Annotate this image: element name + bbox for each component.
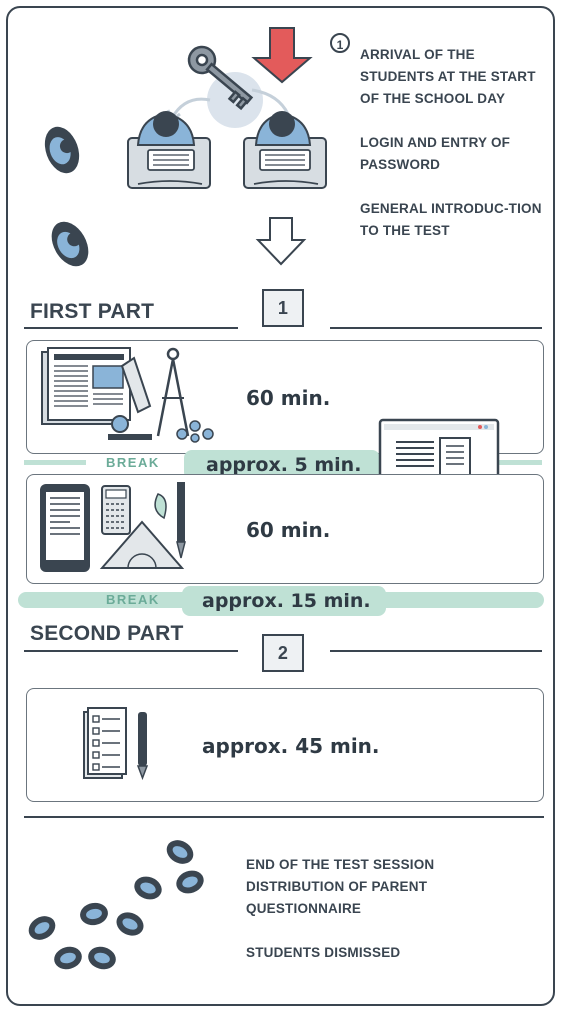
first-part-rule-left: [24, 327, 238, 329]
break-1-band: [24, 460, 86, 465]
session-2-duration: 60 min.: [246, 518, 331, 542]
session-1-duration: 60 min.: [246, 386, 331, 410]
math-materials-illustration: [40, 482, 186, 572]
fountain-pen-icon: [176, 482, 186, 559]
end-section-rule: [24, 816, 544, 818]
down-arrow-icon: [255, 217, 307, 266]
end-steps: END OF THE TEST SESSION DISTRIBUTION OF …: [246, 854, 546, 964]
pen-icon: [136, 712, 149, 781]
key-icon: [187, 45, 254, 111]
leaving-student-6: [28, 916, 56, 940]
end-line-2: DISTRIBUTION OF PARENT: [246, 879, 428, 894]
science-materials-illustration: [41, 347, 214, 443]
end-line-3: QUESTIONNAIRE: [246, 901, 362, 916]
second-part-rule-right: [330, 650, 542, 652]
step-arrival: ARRIVAL OF THE STUDENTS AT THE START OF …: [360, 47, 536, 106]
leaf-icon: [154, 493, 167, 520]
newspaper-icon: [41, 347, 131, 425]
key-arrow-right: [251, 88, 290, 115]
break-2-label: BREAK: [106, 592, 160, 607]
set-square-icon: [99, 520, 185, 569]
second-part-number: 2: [262, 634, 304, 672]
tablet-icon: [40, 484, 90, 572]
second-part-rule-left: [24, 650, 238, 652]
leaving-student-2: [176, 870, 204, 894]
students-leaving-illustration: [28, 840, 204, 970]
end-line-1: END OF THE TEST SESSION: [246, 857, 435, 872]
calculator-icon: [101, 485, 131, 535]
break-2-duration: approx. 15 min.: [182, 586, 386, 616]
arrival-steps: ARRIVAL OF THE STUDENTS AT THE START OF …: [360, 44, 550, 264]
leaving-student-3: [134, 876, 162, 900]
student-top-right: [254, 111, 312, 146]
desk-left: [127, 137, 211, 189]
leaving-student-1: [166, 840, 194, 864]
walking-student-2: [51, 221, 89, 267]
compass-icon: [156, 347, 190, 437]
step-number-badge: 1: [330, 33, 350, 53]
first-part-rule-right: [330, 327, 542, 329]
microscope-icon: [108, 356, 152, 440]
student-top-left: [136, 111, 196, 146]
first-part-number: 1: [262, 289, 304, 327]
first-part-title: FIRST PART: [30, 300, 155, 323]
session-3-duration: approx. 45 min.: [202, 734, 380, 758]
diagram-frame: [6, 6, 555, 1006]
red-down-arrow-icon: [251, 27, 313, 84]
second-part-title: SECOND PART: [30, 622, 184, 645]
checklist-icon: [83, 707, 127, 779]
students-arrival-illustration: [44, 27, 327, 267]
leaving-student-7: [88, 946, 116, 970]
step-login: LOGIN AND ENTRY OF PASSWORD: [360, 135, 511, 172]
end-line-5: STUDENTS DISMISSED: [246, 945, 401, 960]
leaving-student-8: [54, 946, 82, 970]
molecule-icon: [176, 420, 214, 443]
step-introduction: GENERAL INTRODUC-TION TO THE TEST: [360, 201, 542, 238]
break-1-band-right: [496, 460, 542, 465]
break-1-label: BREAK: [106, 455, 160, 470]
leaving-student-4: [80, 902, 108, 926]
walking-student-1: [44, 126, 80, 174]
leaving-student-5: [116, 912, 144, 936]
end-spacer: [246, 920, 546, 942]
questionnaire-illustration: [83, 707, 149, 781]
